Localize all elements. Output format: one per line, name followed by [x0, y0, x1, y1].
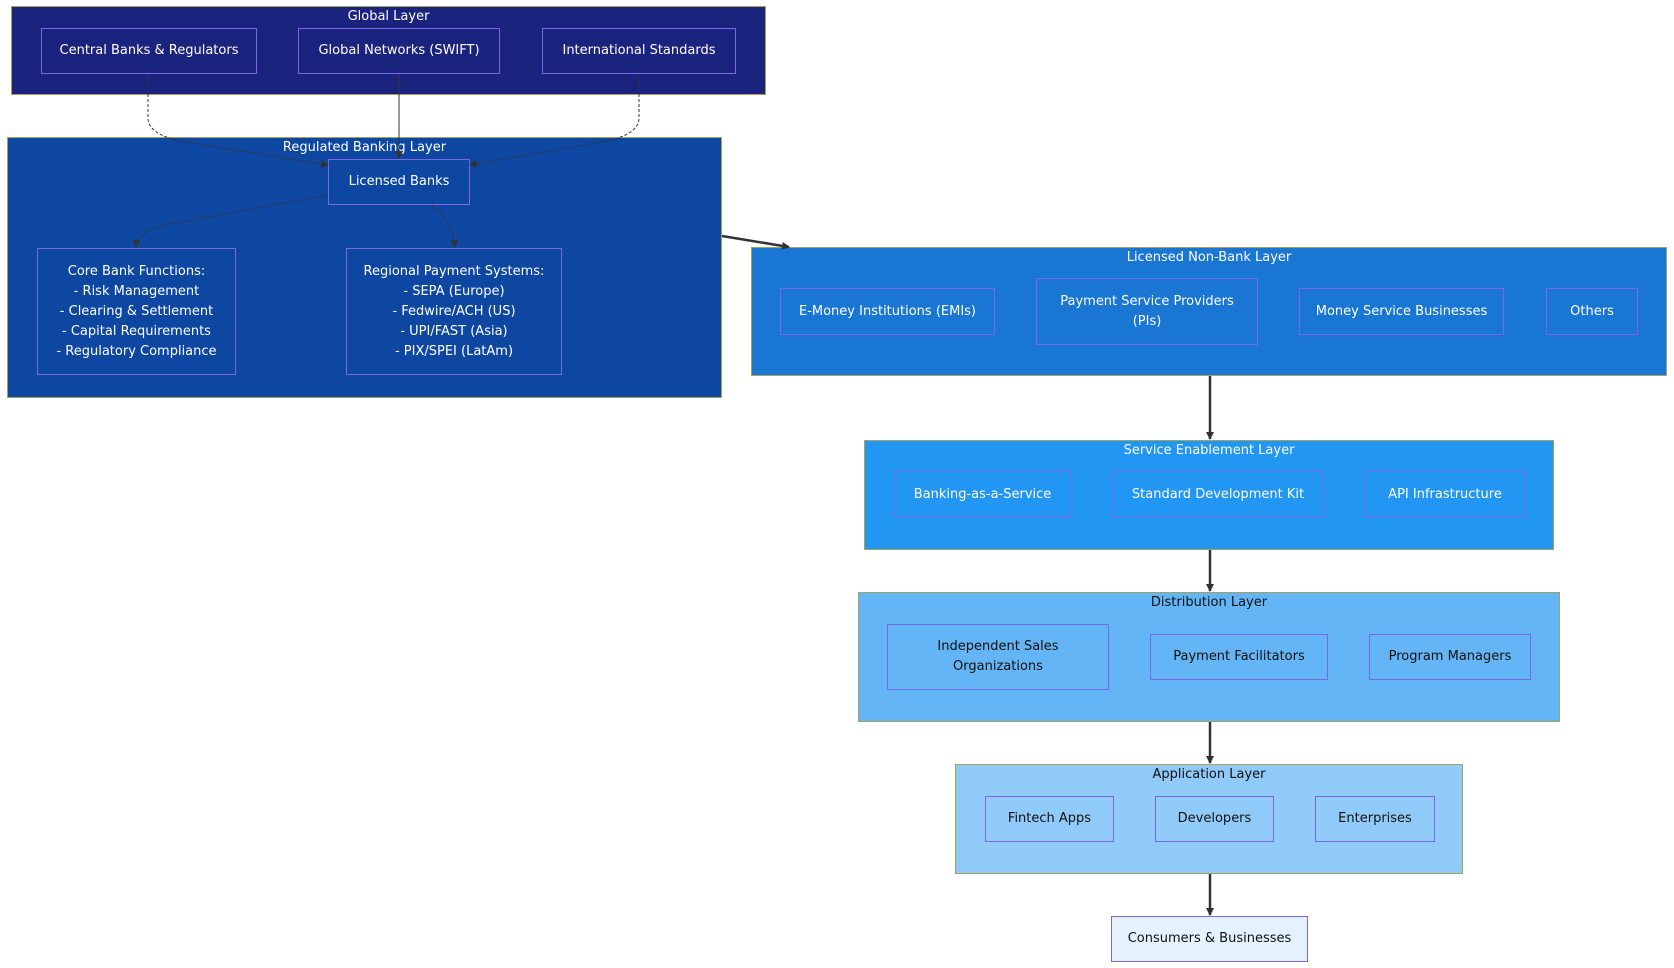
application-layer-title: Application Layer	[1152, 767, 1266, 782]
api-infrastructure-node[interactable]: API Infrastructure	[1365, 471, 1525, 518]
licensed-banks-node[interactable]: Licensed Banks	[328, 159, 470, 205]
global-layer-title: Global Layer	[347, 9, 430, 24]
banking-as-a-service-node[interactable]: Banking-as-a-Service	[894, 471, 1071, 518]
edge-banking-to-non-bank	[721, 234, 790, 250]
core-bank-functions-node[interactable]: Core Bank Functions: - Risk Management -…	[37, 248, 236, 375]
service-enablement-layer-title: Service Enablement Layer	[1123, 443, 1295, 458]
money-service-businesses-node[interactable]: Money Service Businesses	[1299, 288, 1504, 335]
e-money-institutions-node[interactable]: E-Money Institutions (EMIs)	[780, 288, 995, 335]
others-node[interactable]: Others	[1546, 288, 1638, 335]
payment-service-providers-node[interactable]: Payment Service Providers (PIs)	[1036, 278, 1258, 345]
central-banks-node[interactable]: Central Banks & Regulators	[41, 28, 257, 74]
payment-facilitators-node[interactable]: Payment Facilitators	[1150, 634, 1328, 680]
distribution-layer-title: Distribution Layer	[1150, 595, 1268, 610]
developers-node[interactable]: Developers	[1155, 796, 1274, 842]
program-managers-node[interactable]: Program Managers	[1369, 634, 1531, 680]
standard-development-kit-node[interactable]: Standard Development Kit	[1112, 471, 1324, 518]
licensed-non-bank-layer-title: Licensed Non-Bank Layer	[1126, 250, 1292, 265]
consumers-businesses-node[interactable]: Consumers & Businesses	[1111, 916, 1308, 962]
regulated-banking-layer-title: Regulated Banking Layer	[282, 140, 447, 155]
global-networks-node[interactable]: Global Networks (SWIFT)	[298, 28, 500, 74]
international-standards-node[interactable]: International Standards	[542, 28, 736, 74]
regional-payment-systems-node[interactable]: Regional Payment Systems: - SEPA (Europe…	[346, 248, 562, 375]
fintech-apps-node[interactable]: Fintech Apps	[985, 796, 1114, 842]
independent-sales-organizations-node[interactable]: Independent Sales Organizations	[887, 624, 1109, 690]
enterprises-node[interactable]: Enterprises	[1315, 796, 1435, 842]
